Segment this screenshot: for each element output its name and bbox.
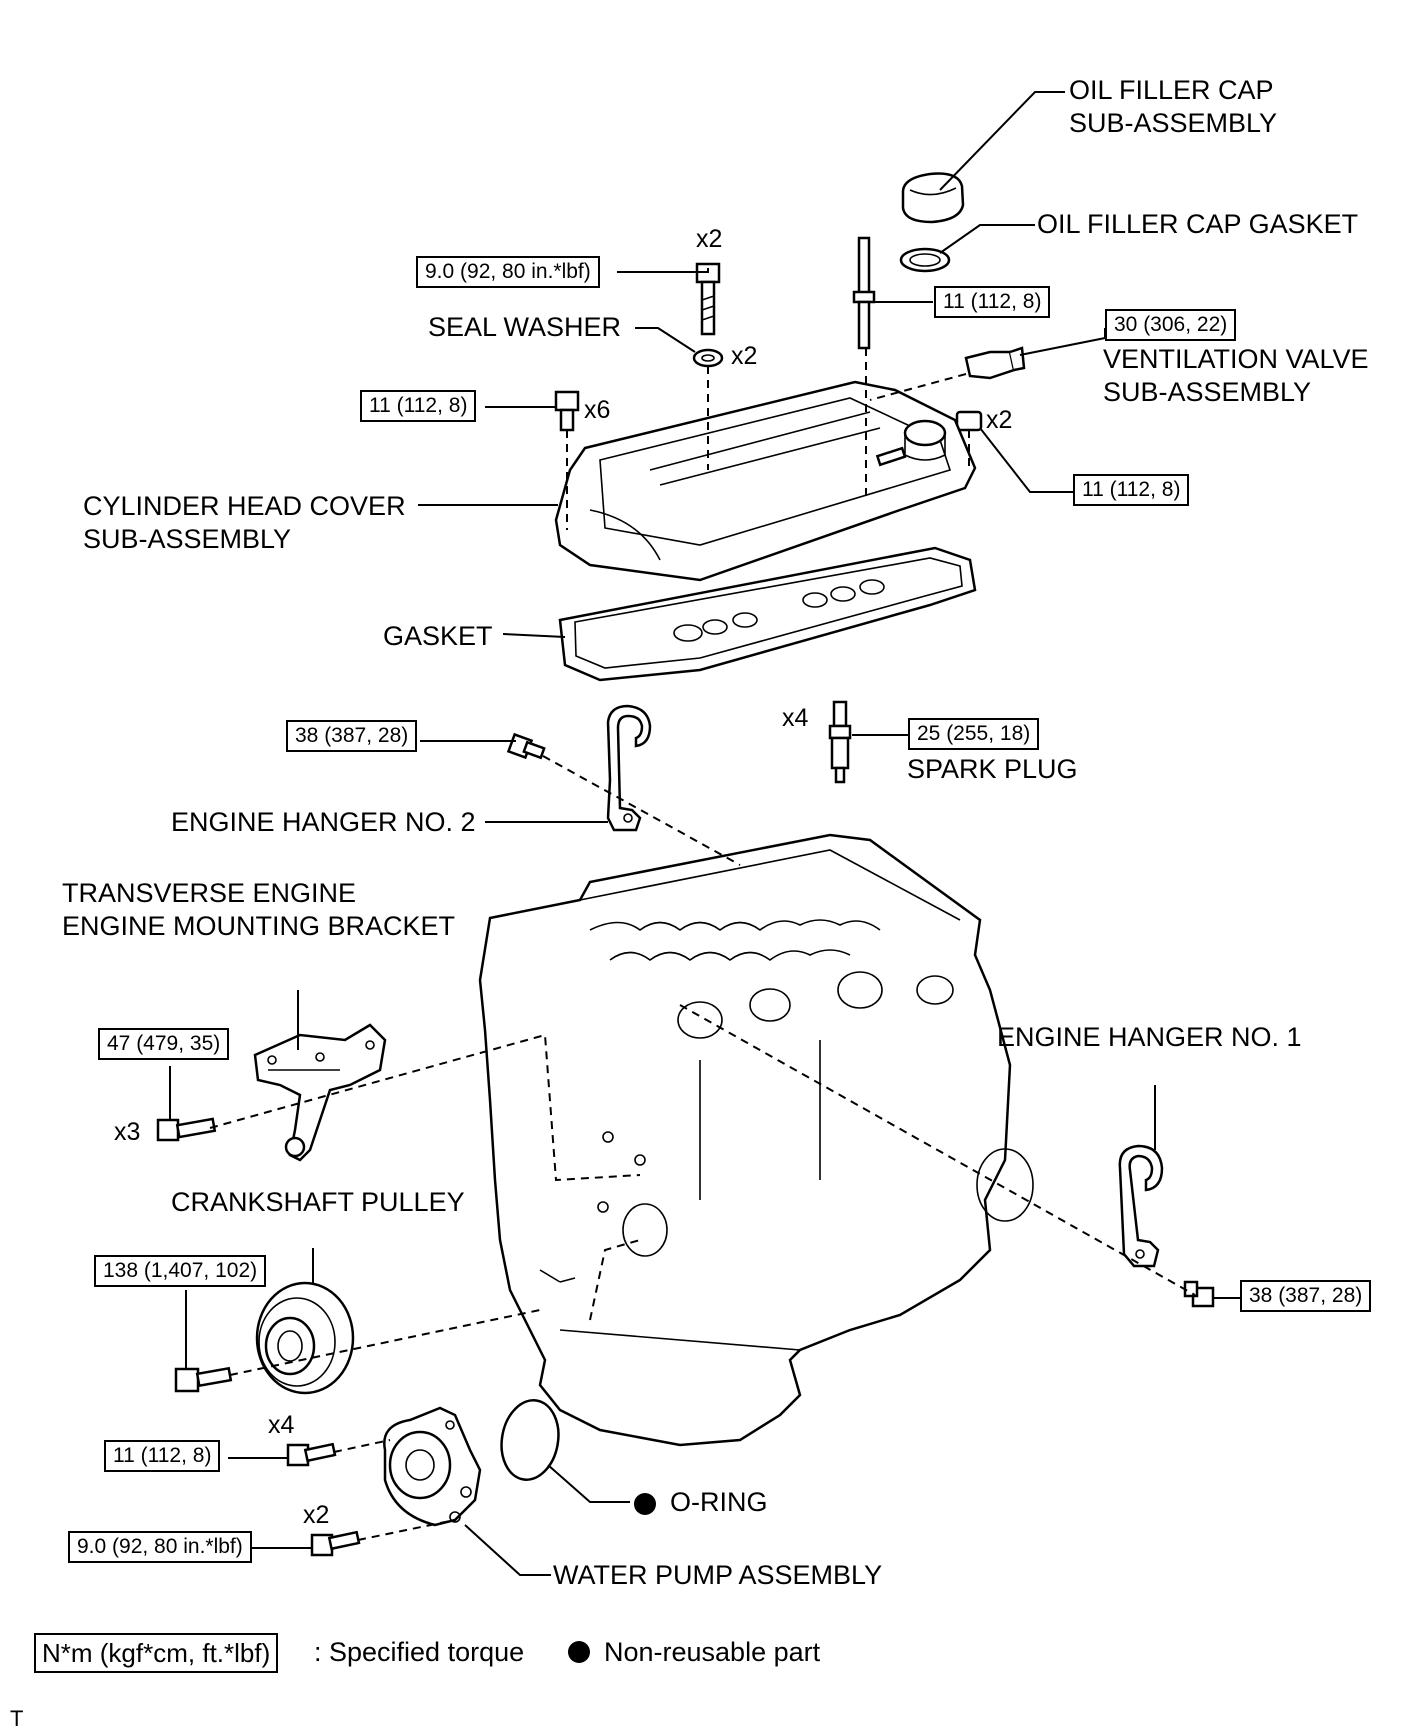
legend-dot-icon: [568, 1641, 590, 1663]
non-reusable-marker: [634, 1493, 656, 1515]
crankshaft-pulley: [255, 1281, 355, 1395]
torque-spark-plug: 25 (255, 18): [908, 718, 1040, 750]
water-pump-bolt-2: [310, 1530, 361, 1557]
engine-hanger-2: [606, 704, 652, 832]
seal-washer: [692, 348, 724, 368]
stud: [852, 236, 876, 350]
hanger-1-bolt: [1183, 1280, 1215, 1308]
qty-cover-nuts: x2: [986, 406, 1013, 434]
label-engine-hanger-2: ENGINE HANGER NO. 2: [171, 807, 476, 837]
cover-gasket: [558, 546, 977, 682]
oil-filler-cap: [901, 172, 965, 224]
oil-filler-cap-gasket: [899, 247, 951, 273]
ventilation-valve: [964, 346, 1026, 380]
label-engine-hanger-1: ENGINE HANGER NO. 1: [997, 1022, 1302, 1052]
torque-stud: 11 (112, 8): [934, 286, 1051, 318]
torque-pulley-bolt: 138 (1,407, 102): [94, 1255, 267, 1287]
cylinder-head-cover: [554, 380, 977, 582]
qty-cover-bolts: x6: [584, 396, 611, 424]
water-pump: [383, 1406, 482, 1527]
label-oil-filler-cap-gasket: OIL FILLER CAP GASKET: [1037, 209, 1359, 239]
engine-hanger-1: [1118, 1144, 1164, 1268]
o-ring: [500, 1399, 560, 1481]
qty-water-pump-4: x4: [268, 1411, 295, 1439]
label-spark-plug: SPARK PLUG: [907, 754, 1078, 784]
cover-stud-bolt: [695, 262, 721, 336]
spark-plug: [828, 700, 852, 784]
alignment-lines: [209, 348, 1196, 1541]
label-oil-filler-cap: OIL FILLER CAP SUB-ASSEMBLY: [1069, 75, 1278, 138]
torque-cover-nuts: 11 (112, 8): [1073, 474, 1190, 506]
legend-torque-unit: N*m (kgf*cm, ft.*lbf): [34, 1633, 279, 1673]
qty-bracket-bolts: x3: [114, 1118, 141, 1146]
cover-nut: [955, 410, 983, 432]
legend-nonreusable-text: Non-reusable part: [604, 1637, 821, 1667]
legend-torque-text: : Specified torque: [314, 1637, 525, 1667]
qty-spark-plug: x4: [782, 704, 809, 732]
cover-bolt: [554, 390, 580, 432]
water-pump-bolt-4: [286, 1442, 337, 1467]
torque-ventilation-valve: 30 (306, 22): [1105, 309, 1237, 341]
label-cylinder-head-cover: CYLINDER HEAD COVER SUB-ASSEMBLY: [83, 491, 406, 554]
label-water-pump: WATER PUMP ASSEMBLY: [553, 1560, 883, 1590]
torque-bracket-bolts: 47 (479, 35): [98, 1028, 230, 1060]
hanger-2-bolt: [506, 732, 546, 760]
torque-cover-bolts: 11 (112, 8): [360, 390, 477, 422]
torque-hanger-2-bolt: 38 (387, 28): [286, 720, 418, 752]
engine-mounting-bracket: [253, 1023, 387, 1162]
label-ventilation-valve: VENTILATION VALVE SUB-ASSEMBLY: [1103, 344, 1369, 407]
qty-cover-stud-bolt: x2: [696, 225, 723, 253]
label-seal-washer: SEAL WASHER: [428, 312, 622, 342]
torque-water-pump-bolts-2: 9.0 (92, 80 in.*lbf): [68, 1531, 252, 1563]
label-engine-mounting-bracket: TRANSVERSE ENGINE ENGINE MOUNTING BRACKE…: [62, 878, 456, 941]
engine-block: [478, 833, 1034, 1447]
qty-water-pump-2: x2: [303, 1501, 330, 1529]
label-crankshaft-pulley: CRANKSHAFT PULLEY: [171, 1187, 465, 1217]
torque-cover-stud-bolt: 9.0 (92, 80 in.*lbf): [416, 256, 600, 288]
pulley-bolt: [174, 1366, 233, 1393]
corner-mark: T: [10, 1706, 24, 1731]
qty-seal-washer: x2: [731, 342, 758, 370]
torque-hanger-1-bolt: 38 (387, 28): [1240, 1280, 1372, 1312]
label-gasket: GASKET: [383, 621, 493, 651]
label-o-ring: O-RING: [670, 1487, 768, 1517]
bracket-bolt: [156, 1117, 217, 1142]
torque-water-pump-bolts-4: 11 (112, 8): [104, 1440, 221, 1472]
